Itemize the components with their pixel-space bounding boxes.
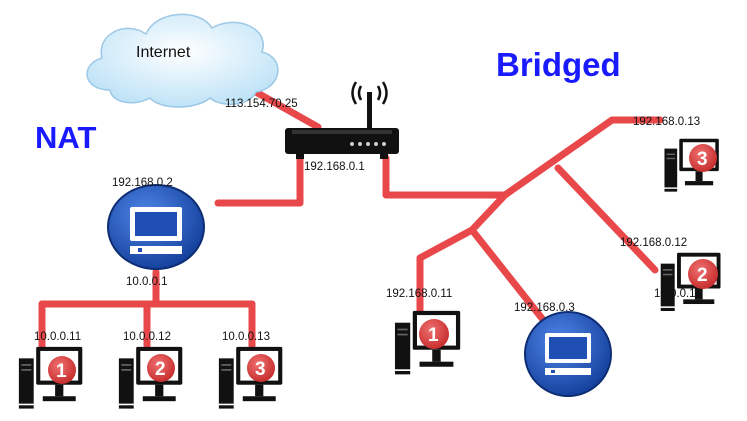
nat-vm-1: 1 bbox=[18, 346, 83, 409]
nat-vm-3: 3 bbox=[218, 346, 283, 409]
nat-vm-3-number: 3 bbox=[255, 359, 266, 380]
router-wan-ip: 113.154.70.25 bbox=[225, 98, 298, 110]
bridged-vm-3-number: 3 bbox=[697, 149, 708, 170]
bridged-mode-label: Bridged bbox=[496, 46, 621, 83]
links bbox=[38, 116, 664, 350]
internet-cloud: Internet bbox=[86, 13, 279, 108]
link-bridged-backbone bbox=[416, 116, 664, 324]
nat-vm-2-number: 2 bbox=[155, 359, 166, 380]
bridged-vm-2: 2 bbox=[660, 252, 721, 312]
nat-vm-1-ip: 10.0.0.11 bbox=[34, 331, 81, 343]
link-nat-host-router bbox=[214, 144, 304, 207]
nat-vm-2: 2 bbox=[118, 346, 183, 409]
bridged-vm-3: 3 bbox=[664, 138, 719, 192]
link-bridged-host bbox=[468, 226, 552, 330]
bridged-vm-3-ip: 192.168.0.13 bbox=[633, 116, 700, 128]
nat-gateway-ip: 10.0.0.1 bbox=[126, 276, 168, 288]
nat-vm-3-ip: 10.0.0.13 bbox=[222, 331, 270, 343]
internet-label: Internet bbox=[136, 44, 191, 61]
bridged-vm-2-number: 2 bbox=[697, 265, 708, 286]
bridged-vm-1: 1 bbox=[394, 310, 461, 375]
bridged-vm-1-ip: 192.168.0.11 bbox=[386, 288, 452, 300]
router bbox=[285, 81, 399, 159]
bridged-vm-2-overlay-ip: 10.0.0.11 bbox=[654, 288, 701, 300]
link-router-bridged bbox=[382, 154, 509, 199]
bridged-vm-2-ip: 192.168.0.12 bbox=[620, 237, 687, 249]
bridged-host bbox=[524, 311, 612, 397]
link-bridged-vm2 bbox=[554, 164, 659, 274]
nat-host-ip: 192.168.0.2 bbox=[112, 177, 173, 189]
router-lan-ip: 192.168.0.1 bbox=[304, 161, 365, 173]
nat-vm-1-number: 1 bbox=[56, 361, 67, 382]
nat-vm-2-ip: 10.0.0.12 bbox=[123, 331, 171, 343]
nat-mode-label: NAT bbox=[35, 120, 96, 155]
bridged-host-ip: 192.168.0.3 bbox=[514, 302, 575, 314]
bridged-vm-1-number: 1 bbox=[428, 325, 439, 346]
nat-host bbox=[107, 184, 205, 270]
